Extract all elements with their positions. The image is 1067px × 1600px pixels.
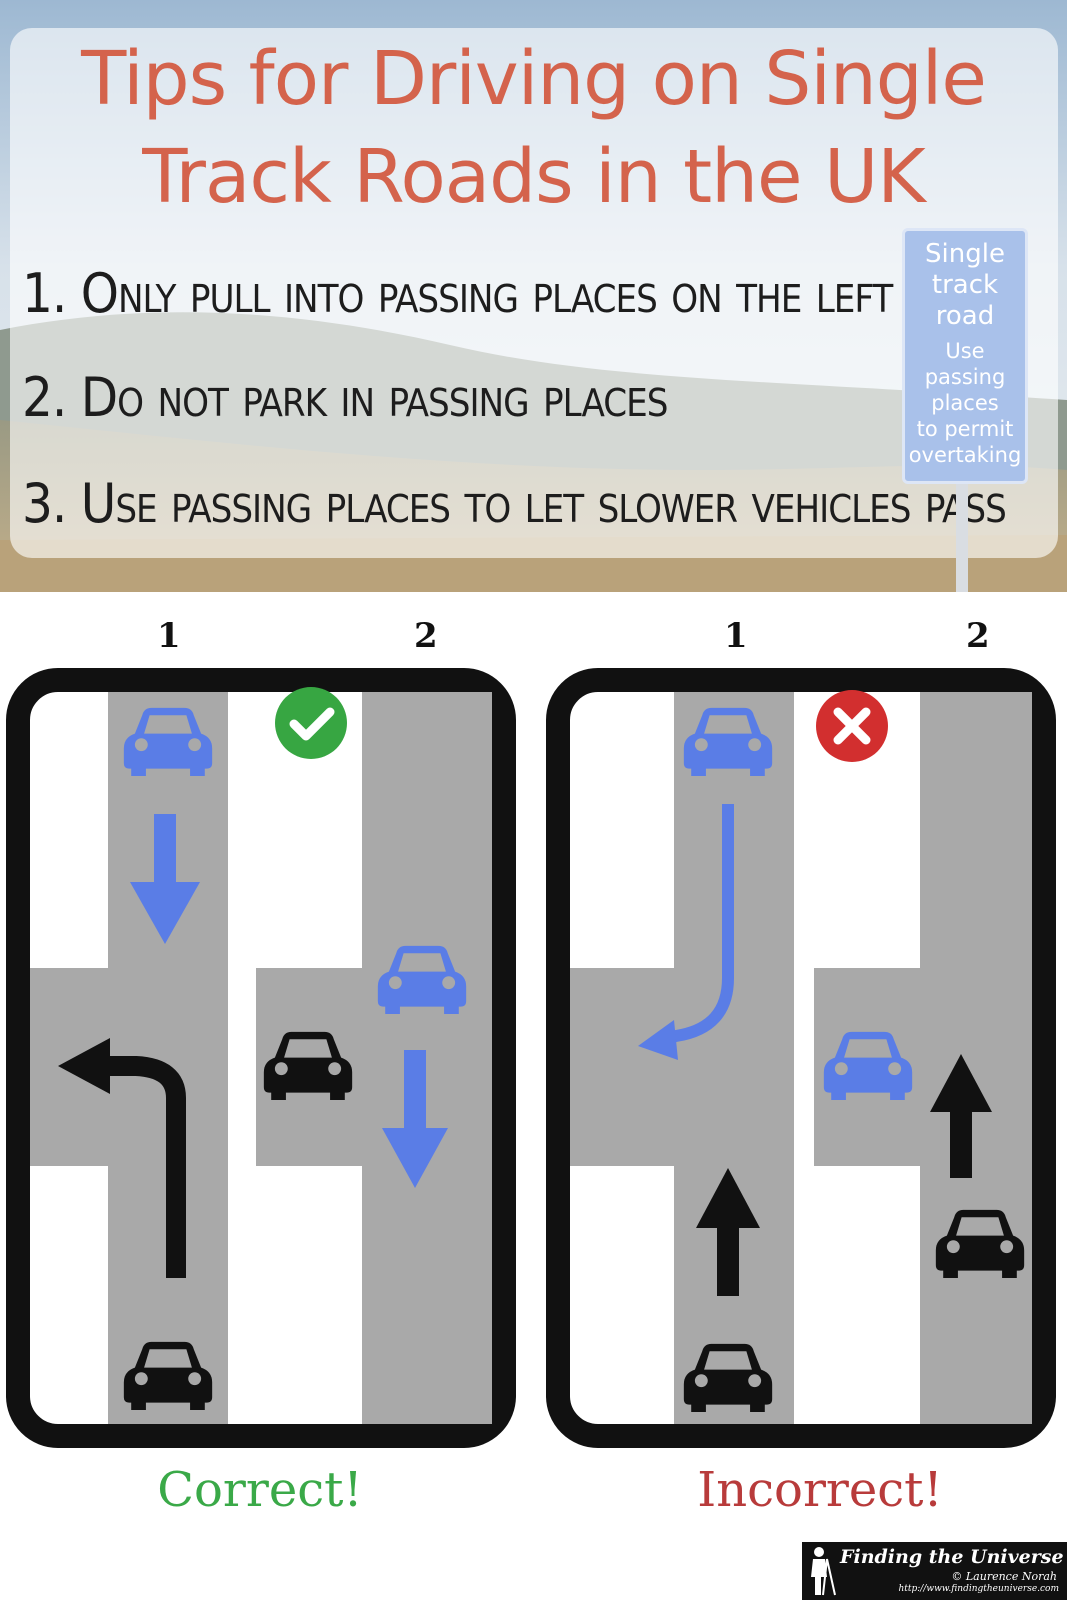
title-line-1: Tips for Driving on Single: [81, 36, 987, 122]
diagram-2-col-1-label: 1: [724, 616, 748, 656]
down-arrow-icon: [130, 814, 200, 944]
tip-3: 3. Use passing places to let slower vehi…: [22, 472, 1007, 535]
sign-line: passing: [924, 365, 1006, 389]
diagram-correct: [6, 668, 516, 1448]
arrow-head: [58, 1038, 110, 1094]
sign-line: to permit: [916, 417, 1014, 441]
logo-author: © Laurence Norah: [951, 1570, 1057, 1583]
up-arrow-icon: [930, 1054, 992, 1178]
hero-banner: Tips for Driving on Single Track Roads i…: [0, 0, 1067, 592]
sign-line: Single: [925, 239, 1005, 269]
turn-left-arrow-icon: [656, 804, 734, 1046]
diagram-1-col-1-label: 1: [157, 616, 181, 656]
cross-icon: [816, 690, 888, 762]
title-line-2: Track Roads in the UK: [142, 134, 926, 220]
logo-url: http://www.findingtheuniverse.com: [898, 1584, 1059, 1594]
diagram-incorrect: [546, 668, 1056, 1448]
arrow-head: [638, 1020, 678, 1060]
passing-place-right: [814, 968, 1032, 1166]
sign-line: overtaking: [908, 443, 1022, 467]
title-panel: [10, 28, 1058, 558]
up-arrow-icon: [696, 1168, 760, 1296]
sign-post: [956, 484, 968, 592]
turn-left-arrow-icon: [102, 1056, 186, 1278]
verdict-incorrect: Incorrect!: [697, 1462, 943, 1518]
diagram-2-col-2-label: 2: [966, 616, 990, 656]
verdict-correct: Correct!: [157, 1462, 363, 1518]
tip-2: 2. Do not park in passing places: [22, 366, 668, 429]
sign-line: road: [935, 301, 995, 331]
diagram-1-col-2-label: 2: [414, 616, 438, 656]
down-arrow-icon: [382, 1050, 448, 1188]
sign-line: places: [931, 391, 999, 415]
finding-the-universe-logo[interactable]: Finding the Universe © Laurence Norah ht…: [802, 1542, 1067, 1600]
road-sign: Single track road Use passing places to …: [902, 228, 1028, 484]
passing-place-left: [570, 968, 794, 1166]
check-icon: [275, 687, 347, 759]
tip-1: 1. Only pull into passing places on the …: [22, 262, 893, 325]
logo-name: Finding the Universe: [840, 1546, 1064, 1568]
sign-line: track: [931, 270, 999, 300]
page-title: Tips for Driving on Single Track Roads i…: [0, 30, 1067, 226]
sign-line: Use: [945, 339, 985, 363]
photographer-icon: [811, 1547, 836, 1596]
